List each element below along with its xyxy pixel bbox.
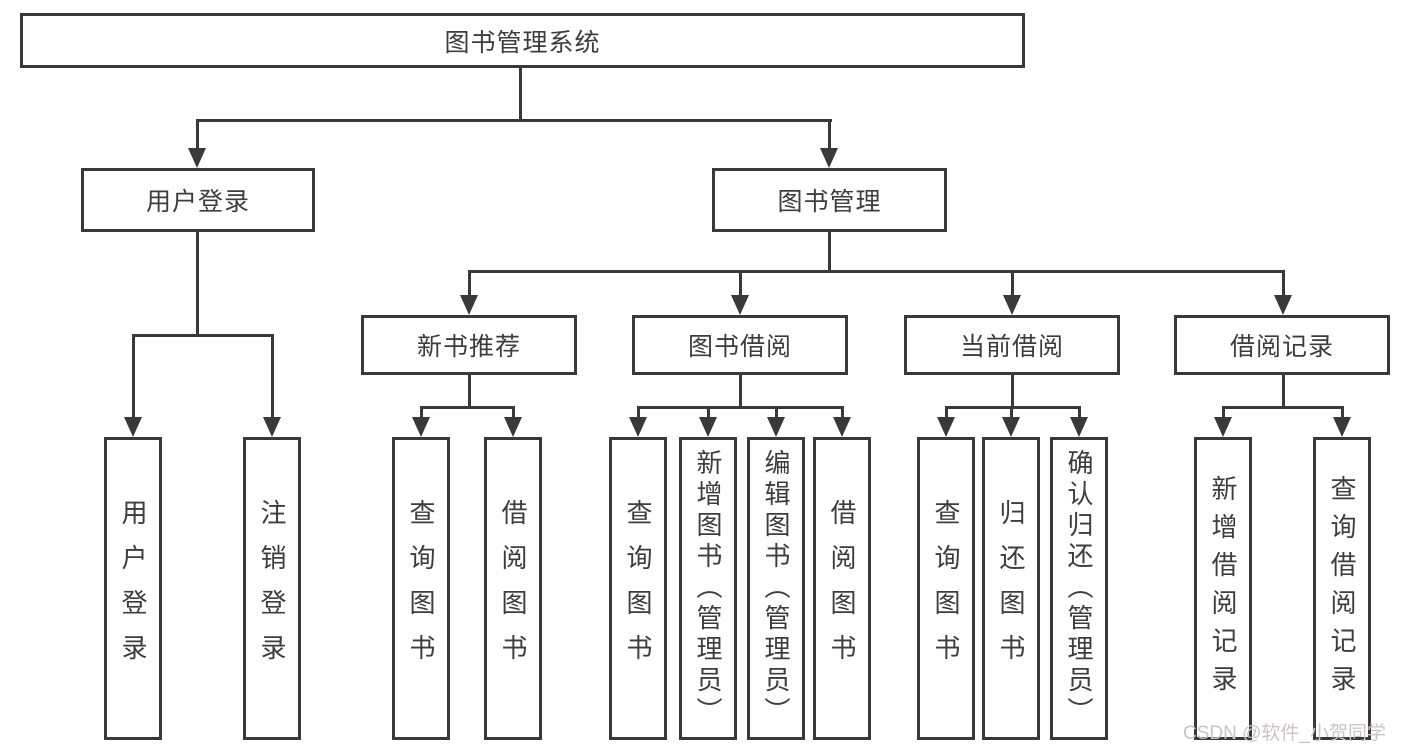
- connector-line: [637, 406, 640, 419]
- connector-line: [637, 406, 844, 409]
- connector-line: [1282, 270, 1285, 297]
- connector-line: [468, 374, 471, 409]
- connector-line: [519, 66, 522, 121]
- connector-line: [1282, 374, 1285, 409]
- connector-line: [132, 334, 135, 419]
- csdn-watermark: CSDN @软件_小贺同学: [1183, 723, 1386, 744]
- connector-line: [1222, 406, 1344, 409]
- node-label: 用户登录: [145, 188, 250, 216]
- node-label: 借阅记录: [1229, 333, 1334, 361]
- node-leaf-return-books: 归还图书: [982, 437, 1040, 740]
- arrow-down-icon: [1070, 417, 1088, 437]
- node-label: 新增借阅记录: [1208, 474, 1238, 703]
- connector-line: [1341, 406, 1344, 419]
- arrow-down-icon: [504, 417, 522, 437]
- node-label: 查询图书: [931, 498, 961, 679]
- node-label: 借阅图书: [498, 498, 528, 679]
- connector-line: [271, 334, 274, 419]
- node-book-borrowing: 图书借阅: [632, 315, 848, 375]
- arrow-down-icon: [820, 148, 838, 168]
- node-label: 图书借阅: [687, 333, 792, 361]
- node-label: 查询图书: [406, 498, 436, 679]
- arrow-down-icon: [731, 295, 749, 315]
- connector-line: [132, 334, 274, 337]
- connector-line: [420, 406, 423, 419]
- connector-line: [1011, 270, 1014, 297]
- node-label: 注销登录: [257, 498, 287, 679]
- connector-line: [1011, 374, 1014, 409]
- connector-line: [468, 270, 1285, 273]
- connector-line: [739, 374, 742, 409]
- node-leaf-logout: 注销登录: [243, 437, 301, 740]
- node-leaf-query-borrow-record: 查询借阅记录: [1313, 437, 1371, 740]
- node-leaf-user-login: 用户登录: [104, 437, 162, 740]
- node-label: 图书管理系统: [444, 28, 601, 57]
- node-current-borrowing: 当前借阅: [904, 315, 1120, 375]
- connector-line: [828, 119, 831, 150]
- connector-line: [196, 119, 199, 150]
- arrow-down-icon: [124, 417, 142, 437]
- connector-line: [841, 406, 844, 419]
- node-leaf-borrow-books-recommend: 借阅图书: [484, 437, 542, 740]
- connector-line: [420, 406, 515, 409]
- node-new-book-recommendation: 新书推荐: [361, 315, 577, 375]
- connector-line: [1010, 406, 1013, 419]
- arrow-down-icon: [1274, 295, 1292, 315]
- node-borrowing-records: 借阅记录: [1174, 315, 1390, 375]
- arrow-down-icon: [1002, 417, 1020, 437]
- connector-line: [1222, 406, 1225, 419]
- arrow-down-icon: [699, 417, 717, 437]
- node-label: 当前借阅: [959, 333, 1064, 361]
- arrow-down-icon: [937, 417, 955, 437]
- connector-line: [196, 119, 832, 122]
- connector-line: [945, 406, 948, 419]
- connector-line: [1078, 406, 1081, 419]
- node-label: 查询借阅记录: [1327, 474, 1357, 703]
- node-leaf-edit-books-admin: 编辑图书（管理员）: [747, 437, 805, 740]
- node-leaf-confirm-return-admin: 确认归还（管理员）: [1050, 437, 1108, 740]
- connector-line: [775, 406, 778, 419]
- connector-line: [196, 232, 199, 337]
- node-leaf-borrow-books: 借阅图书: [813, 437, 871, 740]
- node-label: 用户登录: [118, 498, 148, 679]
- node-label: 查询图书: [623, 498, 653, 679]
- node-leaf-add-borrow-record: 新增借阅记录: [1194, 437, 1252, 740]
- connector-line: [739, 270, 742, 297]
- arrow-down-icon: [833, 417, 851, 437]
- node-leaf-query-books-current: 查询图书: [917, 437, 975, 740]
- node-book-management: 图书管理: [712, 168, 947, 232]
- connector-line: [512, 406, 515, 419]
- node-library-management-system: 图书管理系统: [20, 13, 1025, 68]
- arrow-down-icon: [1003, 295, 1021, 315]
- node-leaf-query-books-recommend: 查询图书: [392, 437, 450, 740]
- arrow-down-icon: [767, 417, 785, 437]
- connector-line: [468, 270, 471, 297]
- connector-line: [707, 406, 710, 419]
- node-user-login: 用户登录: [81, 168, 315, 232]
- node-label: 新书推荐: [416, 333, 521, 361]
- arrow-down-icon: [188, 148, 206, 168]
- arrow-down-icon: [263, 417, 281, 437]
- node-label: 确认归还（管理员）: [1064, 449, 1094, 728]
- node-label: 编辑图书（管理员）: [761, 449, 791, 728]
- arrow-down-icon: [629, 417, 647, 437]
- node-leaf-add-books-admin: 新增图书（管理员）: [679, 437, 737, 740]
- node-label: 图书管理: [777, 188, 882, 216]
- node-label: 新增图书（管理员）: [693, 449, 723, 728]
- arrow-down-icon: [1333, 417, 1351, 437]
- connector-line: [945, 406, 1081, 409]
- node-label: 借阅图书: [827, 498, 857, 679]
- arrow-down-icon: [460, 295, 478, 315]
- node-leaf-query-books-borrowing: 查询图书: [609, 437, 667, 740]
- node-label: 归还图书: [996, 498, 1026, 679]
- connector-line: [828, 232, 831, 273]
- arrow-down-icon: [412, 417, 430, 437]
- arrow-down-icon: [1214, 417, 1232, 437]
